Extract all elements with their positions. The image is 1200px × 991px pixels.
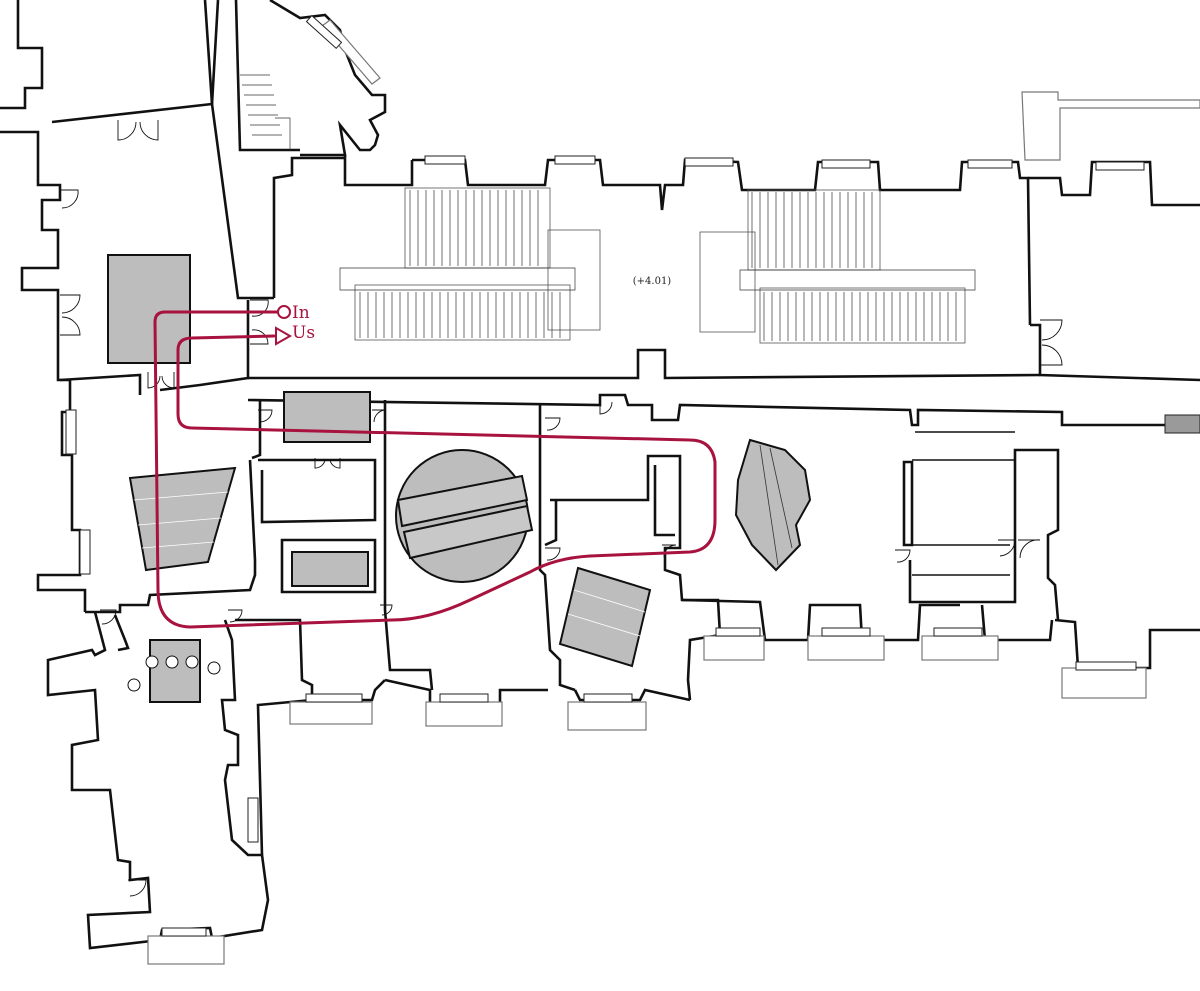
window-sills [147, 19, 1200, 965]
visitor-route: In Us [153, 303, 717, 629]
chair-icon [127, 678, 141, 692]
chair-icon [207, 661, 221, 675]
exit-arrow-icon [275, 326, 293, 346]
curved-display [734, 438, 812, 572]
windows [65, 14, 1200, 937]
display-block-trapezoid [128, 466, 237, 572]
chair-icon [145, 655, 159, 669]
service-stair [240, 74, 291, 150]
staircase-right [699, 189, 976, 344]
stair-treads [359, 190, 957, 341]
level-label: (+4.01) [633, 276, 672, 287]
chair-icon [185, 655, 199, 669]
exit-label: Us [292, 323, 315, 343]
display-block-room-top [283, 391, 371, 443]
route-path [153, 310, 717, 629]
chair-icon [165, 655, 179, 669]
entrance-label: In [292, 303, 310, 323]
display-block-rotated [558, 566, 652, 668]
meeting-table [149, 639, 201, 703]
display-block-room-lower [291, 551, 369, 587]
staircase-left [339, 187, 601, 341]
doors [60, 120, 1063, 897]
entrance-marker-icon [277, 305, 291, 319]
display-block-upper-left [107, 254, 191, 364]
exhibit-fixtures [107, 254, 812, 703]
